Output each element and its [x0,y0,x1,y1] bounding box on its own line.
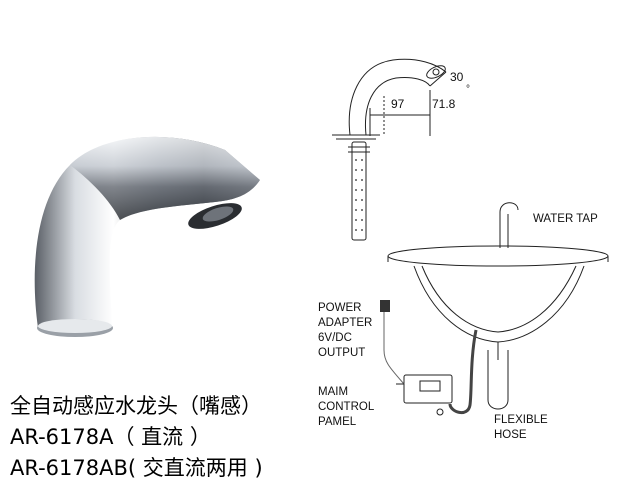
power-line-4: OUTPUT [318,347,366,359]
power-line-1: POWER [318,302,362,314]
control-line-1: MAIM [318,386,349,398]
control-line-2: CONTROL [318,401,375,413]
hose-line-2: HOSE [494,429,527,441]
control-line-3: PAMEL [318,416,357,428]
dimension-30: 30 [450,70,464,84]
label-control-panel: MAIM CONTROL PAMEL [318,385,374,430]
faucet-photo [34,136,260,337]
caption-line-2: AR-6178A（ 直流 ） [10,425,211,449]
caption-line-1: 全自动感应水龙头（嘴感） [10,394,262,418]
basin-diagram [380,202,609,416]
dimension-degree: ° [466,84,470,95]
hose-line-1: FLEXIBLE [494,414,548,426]
dimension-97: 97 [391,97,405,111]
dimension-drawing [332,58,447,241]
power-line-3: 6V/DC [318,332,352,344]
caption-line-3: AR-6178AB( 交直流两用 ) [10,456,263,480]
dimension-71-8: 71.8 [432,97,456,111]
power-line-2: ADAPTER [318,317,373,329]
label-power-adapter: POWER ADAPTER 6V/DC OUTPUT [318,301,372,361]
label-water-tap: WATER TAP [533,213,598,225]
label-flexible-hose: FLEXIBLE HOSE [494,413,548,443]
